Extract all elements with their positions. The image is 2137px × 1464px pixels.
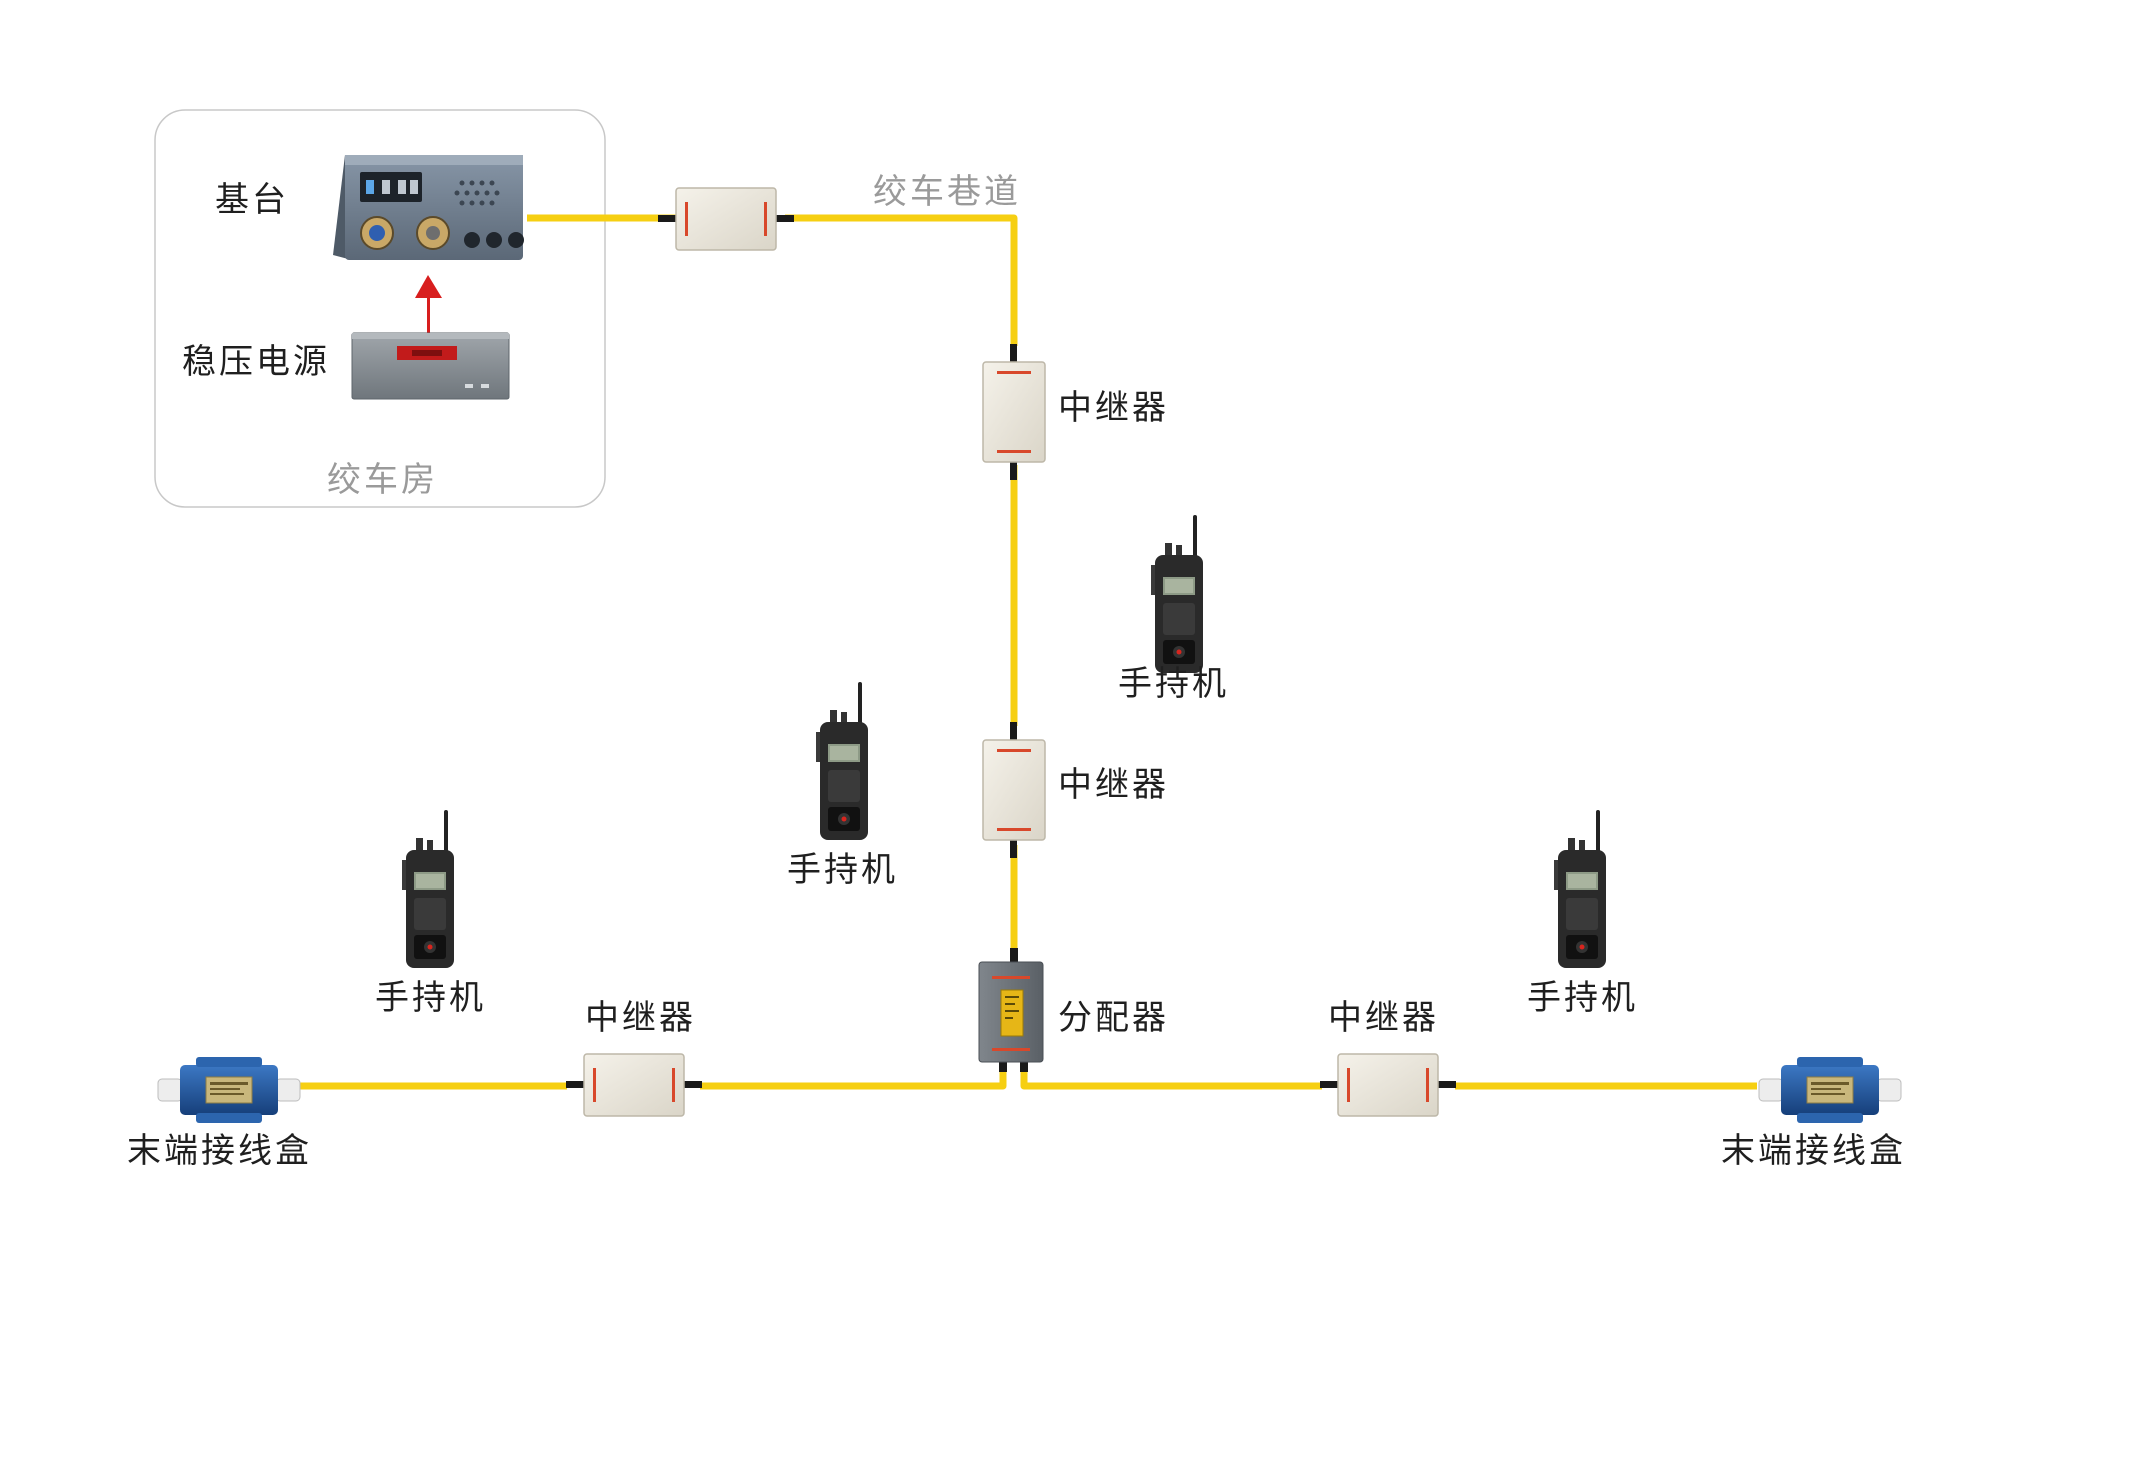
repeater-2-icon: [982, 721, 1046, 859]
repeater-left-icon: [565, 1053, 703, 1117]
repeater-1-label: 中继器: [1058, 388, 1169, 428]
splitter-device: [978, 948, 1044, 1072]
leaky-cable: [277, 214, 1757, 1090]
terminal-left-label: 末端接线盒: [127, 1131, 312, 1171]
power-supply-device: [351, 332, 510, 400]
repeater-left-label: 中继器: [585, 998, 696, 1038]
base-station-device: [333, 155, 524, 260]
handheld-2-label: 手持机: [787, 850, 898, 890]
repeater-right-icon: [1319, 1053, 1457, 1117]
repeater-tunnel-icon: [657, 187, 795, 251]
handheld-radio-3-icon: [402, 810, 454, 968]
repeater-1-icon: [982, 343, 1046, 481]
terminal-right-label: 末端接线盒: [1721, 1131, 1906, 1171]
terminal-box-right-icon: [1758, 1056, 1902, 1124]
repeater-right-label: 中继器: [1328, 998, 1439, 1038]
handheld-3-label: 手持机: [375, 978, 486, 1018]
handheld-4-label: 手持机: [1527, 978, 1638, 1018]
winch-tunnel-label: 绞车巷道: [873, 172, 1021, 212]
repeater-2-label: 中继器: [1058, 765, 1169, 805]
handheld-1-label: 手持机: [1118, 664, 1229, 704]
handheld-radio-2-icon: [816, 682, 868, 840]
handheld-radio-1-icon: [1151, 515, 1203, 673]
splitter-label: 分配器: [1058, 998, 1169, 1038]
winch-room-label: 绞车房: [327, 460, 438, 500]
base-station-label: 基台: [215, 180, 289, 220]
power-supply-label: 稳压电源: [182, 342, 330, 382]
handheld-radio-4-icon: [1554, 810, 1606, 968]
power-arrow: [415, 275, 442, 336]
terminal-box-left-icon: [157, 1056, 301, 1124]
